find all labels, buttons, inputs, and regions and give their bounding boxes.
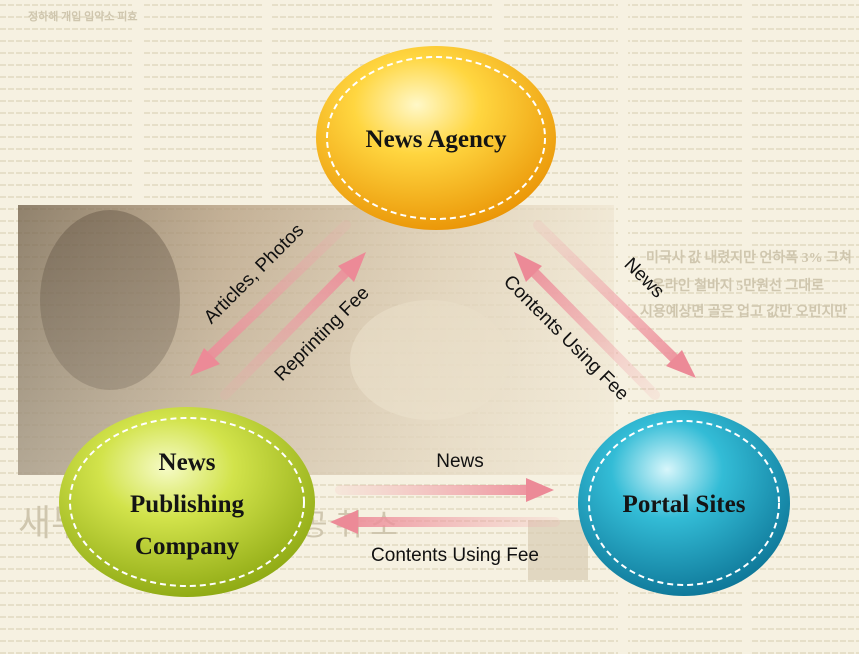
bg-headline-1: 미국사 값 내렸지만 언하폭 3% 그쳐 xyxy=(646,249,852,266)
node-publisher-label-line2: Publishing xyxy=(130,491,244,518)
arrow-reprinting-fee xyxy=(220,252,366,400)
node-publisher-label-line3: Company xyxy=(135,533,240,560)
arrow-news-publisher-to-portal xyxy=(335,478,554,502)
node-news-agency: News Agency xyxy=(316,46,556,230)
label-news-agency-to-portal: News xyxy=(620,254,668,302)
column-gap xyxy=(618,0,628,654)
node-news-publishing-company: News Publishing Company xyxy=(59,407,315,597)
arrow-contents-fee-to-publisher xyxy=(330,510,560,534)
bg-headline-3: 시용예상면 골은 업고 값만 오빈지만 xyxy=(640,303,847,320)
node-news-agency-label: News Agency xyxy=(366,126,507,153)
column-gap xyxy=(132,0,142,200)
bg-top-header: 정하해 개입 입약소 피효 xyxy=(28,9,137,23)
bg-inset-photo xyxy=(528,520,588,580)
label-news-publisher-to-portal: News xyxy=(436,451,484,472)
arrow-news-to-portal xyxy=(533,220,696,378)
node-publisher-label-line1: News xyxy=(159,449,216,476)
node-portal-sites-label: Portal Sites xyxy=(623,491,746,518)
arrow-articles-photos xyxy=(190,220,351,376)
node-portal-sites: Portal Sites xyxy=(578,410,790,596)
column-gap xyxy=(742,0,752,654)
bg-headline-2: 온라인 철바지 5만원선 그대로 xyxy=(652,277,824,294)
label-contents-fee-publisher: Contents Using Fee xyxy=(371,545,539,566)
column-gap xyxy=(262,0,272,200)
arrow-contents-fee-to-agency xyxy=(514,252,660,400)
